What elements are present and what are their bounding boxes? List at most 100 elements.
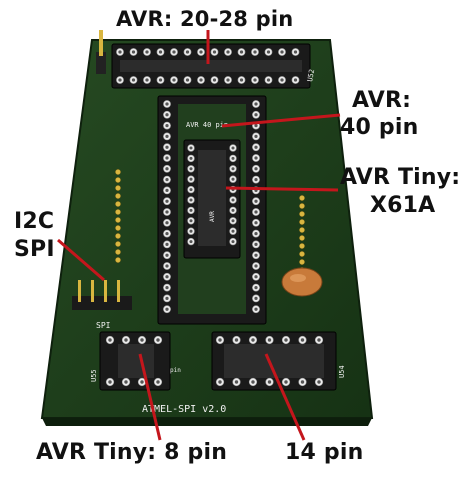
- socket-pin-hole: [293, 78, 298, 82]
- via-pad: [115, 169, 121, 175]
- socket-pin-hole: [199, 50, 203, 54]
- socket-14-pin: [211, 331, 337, 391]
- socket-pin-hole: [280, 50, 284, 54]
- socket-pin-hole: [254, 167, 258, 171]
- socket-pin-hole: [231, 219, 235, 223]
- socket-pin-hole: [300, 338, 305, 342]
- label-14-pin: 14 pin: [285, 440, 364, 465]
- socket-pin-hole: [254, 199, 258, 203]
- socket-pin-hole: [189, 198, 193, 202]
- arrow-8-pin: [138, 353, 162, 441]
- socket-pin-hole: [254, 102, 258, 106]
- socket-pin-hole: [253, 50, 257, 54]
- socket-pin-hole: [165, 242, 169, 247]
- label-avr-40-line1: AVR:: [352, 88, 412, 113]
- socket-pin-hole: [226, 78, 230, 82]
- socket-pin-hole: [131, 50, 136, 54]
- socket-pin-hole: [165, 285, 169, 290]
- label-avr-40-line2: 40 pin: [340, 115, 419, 140]
- socket-pin-hole: [165, 177, 169, 182]
- via-pad: [299, 219, 305, 225]
- socket-pin-hole: [284, 380, 288, 384]
- socket-pin-hole: [254, 145, 258, 149]
- socket-pin-hole: [254, 264, 258, 268]
- socket-pin-hole: [158, 78, 163, 82]
- socket-pin-hole: [251, 338, 255, 342]
- socket-pin-hole: [165, 296, 169, 301]
- socket-pin-hole: [254, 113, 258, 117]
- socket-pin-hole: [254, 177, 258, 182]
- socket-pin-hole: [165, 134, 169, 139]
- socket-pin-hole: [165, 156, 169, 160]
- callout-arrows: [57, 30, 341, 441]
- socket-pin-hole: [145, 78, 149, 82]
- socket-pin-hole: [158, 50, 163, 54]
- socket-pin-hole: [165, 307, 169, 311]
- top-header-pin: [96, 30, 106, 74]
- via-strip-right: [299, 195, 305, 273]
- socket-pin-hole: [231, 229, 235, 233]
- arrow-x61a: [225, 186, 339, 192]
- socket-pin-hole: [172, 78, 176, 82]
- socket-pin-hole: [140, 338, 144, 342]
- via-pad: [299, 227, 305, 233]
- socket-pin-hole: [231, 208, 235, 212]
- socket-pin-hole: [108, 380, 112, 384]
- socket-pin-hole: [231, 156, 235, 160]
- socket-pin-hole: [165, 231, 169, 236]
- via-pad: [299, 235, 305, 241]
- socket-pin-hole: [165, 275, 169, 279]
- socket-pin-hole: [231, 177, 235, 181]
- arrow-40-pin: [221, 113, 341, 128]
- socket-tiny-8-pin: [99, 331, 171, 391]
- socket-pin-hole: [254, 123, 258, 128]
- socket-pin-hole: [189, 167, 193, 171]
- silk-pin: pin: [170, 367, 181, 374]
- socket-pin-hole: [108, 338, 112, 342]
- socket-pin-hole: [254, 275, 258, 279]
- socket-pin-hole: [231, 167, 235, 171]
- socket-pin-hole: [266, 78, 271, 82]
- socket-pin-hole: [124, 380, 128, 384]
- spi-header-pin: [117, 280, 120, 302]
- label-tiny-x61-line2: X61A: [370, 193, 436, 218]
- socket-pin-hole: [189, 177, 193, 181]
- silk-u55: U55: [90, 369, 98, 382]
- socket-pin-hole: [165, 113, 169, 117]
- socket-pin-hole: [172, 50, 176, 54]
- via-pad: [299, 251, 305, 257]
- socket-pin-hole: [165, 264, 169, 268]
- pcb-board-edge: [42, 418, 372, 426]
- socket-pin-hole: [254, 156, 258, 160]
- socket-pin-hole: [254, 221, 258, 225]
- socket-pin-hole: [165, 123, 169, 128]
- label-avr-tiny-8: AVR Tiny: 8 pin: [36, 440, 228, 465]
- via-pad: [115, 217, 121, 223]
- silk-spi: SPI: [96, 321, 111, 330]
- socket-pin-hole: [226, 50, 230, 54]
- socket-pin-hole: [253, 78, 257, 82]
- socket-pin-hole: [231, 198, 235, 202]
- via-pad: [115, 257, 121, 263]
- spi-header-pin: [78, 280, 81, 302]
- socket-pin-hole: [118, 78, 122, 82]
- via-pad: [299, 259, 305, 265]
- via-pad: [115, 233, 121, 239]
- socket-pin-hole: [266, 50, 271, 54]
- socket-pin-hole: [239, 50, 244, 54]
- socket-pin-hole: [231, 146, 235, 150]
- silk-u54: U54: [338, 365, 346, 378]
- socket-pin-hole: [254, 285, 258, 290]
- socket-pin-hole: [254, 242, 258, 247]
- via-pad: [115, 193, 121, 199]
- socket-pin-hole: [199, 78, 203, 82]
- socket-pin-hole: [212, 50, 217, 54]
- socket-tiny-x61a: [183, 139, 241, 259]
- socket-pin-hole: [267, 380, 272, 384]
- socket-pin-hole: [189, 219, 193, 223]
- socket-pin-hole: [124, 338, 128, 342]
- socket-pin-hole: [189, 240, 193, 244]
- socket-pin-hole: [165, 188, 169, 193]
